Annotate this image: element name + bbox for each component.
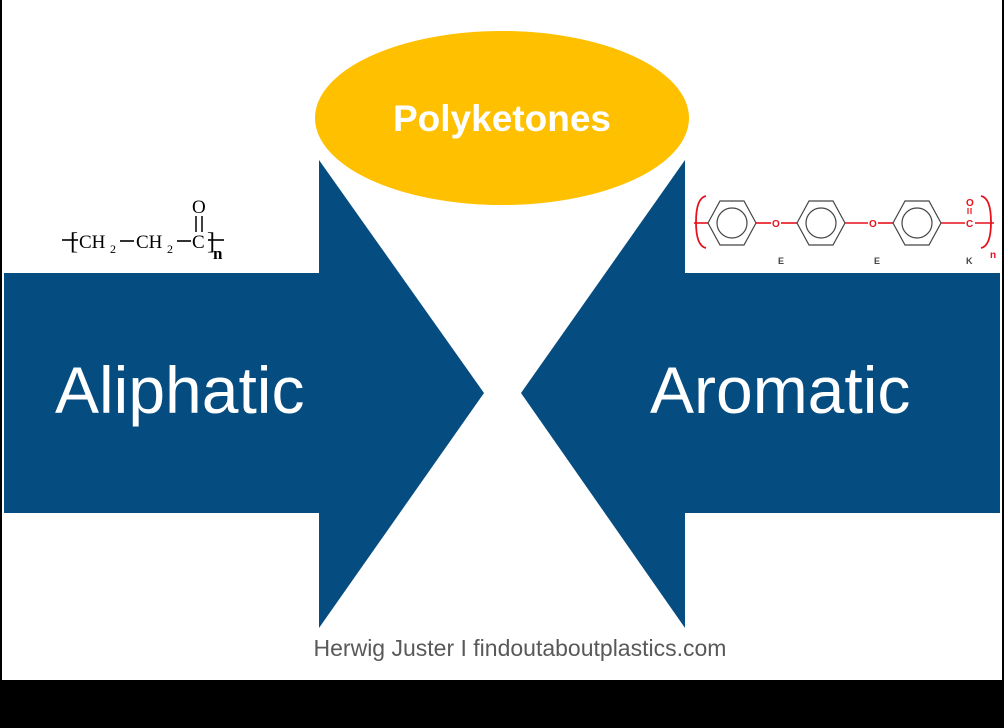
ether-oxygen-1: O: [772, 219, 780, 230]
formula-repeat-n: n: [213, 244, 223, 263]
polyketones-title: Polyketones: [393, 98, 611, 139]
peek-repeat-n: n: [990, 250, 996, 261]
ketone-oxygen: O: [966, 198, 974, 209]
ether-oxygen-2: O: [869, 219, 877, 230]
unit-label-e1: E: [778, 256, 784, 266]
formula-sub-2: 2: [167, 242, 173, 256]
aliphatic-arrow: [4, 160, 484, 628]
aliphatic-label: Aliphatic: [55, 353, 305, 427]
unit-label-e2: E: [874, 256, 880, 266]
formula-oxygen: O: [192, 197, 206, 218]
formula-ch2-1: CH: [79, 232, 106, 253]
aromatic-label: Aromatic: [650, 353, 911, 427]
formula-carbon: C: [192, 232, 205, 253]
formula-bracket-open: [: [70, 229, 78, 255]
aromatic-arrow: [521, 160, 1000, 628]
ketone-carbon: C: [966, 219, 973, 230]
credit-text: Herwig Juster I findoutaboutplastics.com: [313, 635, 727, 661]
peek-formula: O O C O n E E K: [694, 195, 996, 266]
unit-label-k: K: [966, 256, 973, 266]
polyketones-ellipse: [315, 31, 689, 205]
formula-ch2-2: CH: [136, 232, 163, 253]
aliphatic-formula: [ CH 2 CH 2 C O ] n: [62, 197, 224, 263]
diagram-canvas: [ CH 2 CH 2 C O ] n O: [2, 0, 1002, 680]
formula-bracket-close: ]: [207, 229, 215, 255]
formula-sub-1: 2: [110, 242, 116, 256]
